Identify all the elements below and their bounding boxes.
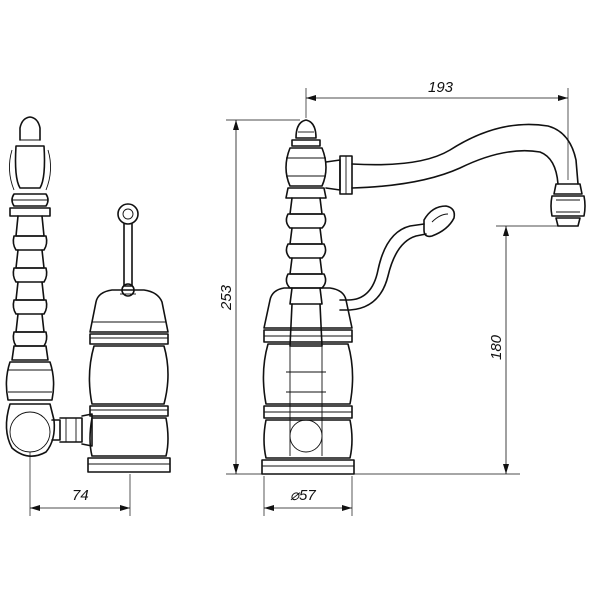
faucet-base-side-view [87,203,171,473]
dimension-label-180: 180 [488,334,505,360]
dimension-label-74: 74 [72,487,89,504]
dimension-diameter-57: ⌀57 [263,476,353,516]
dimension-180: 180 [354,225,558,475]
dimension-label-193: 193 [428,79,454,96]
dimension-label-253: 253 [218,284,235,311]
faucet-front-view [261,119,586,475]
dimension-label-diameter-57: ⌀57 [290,487,316,504]
dimension-193: 193 [305,79,569,180]
dimension-74: 74 [29,452,131,516]
dimension-253: 253 [218,119,300,475]
faucet-side-view [5,116,93,457]
